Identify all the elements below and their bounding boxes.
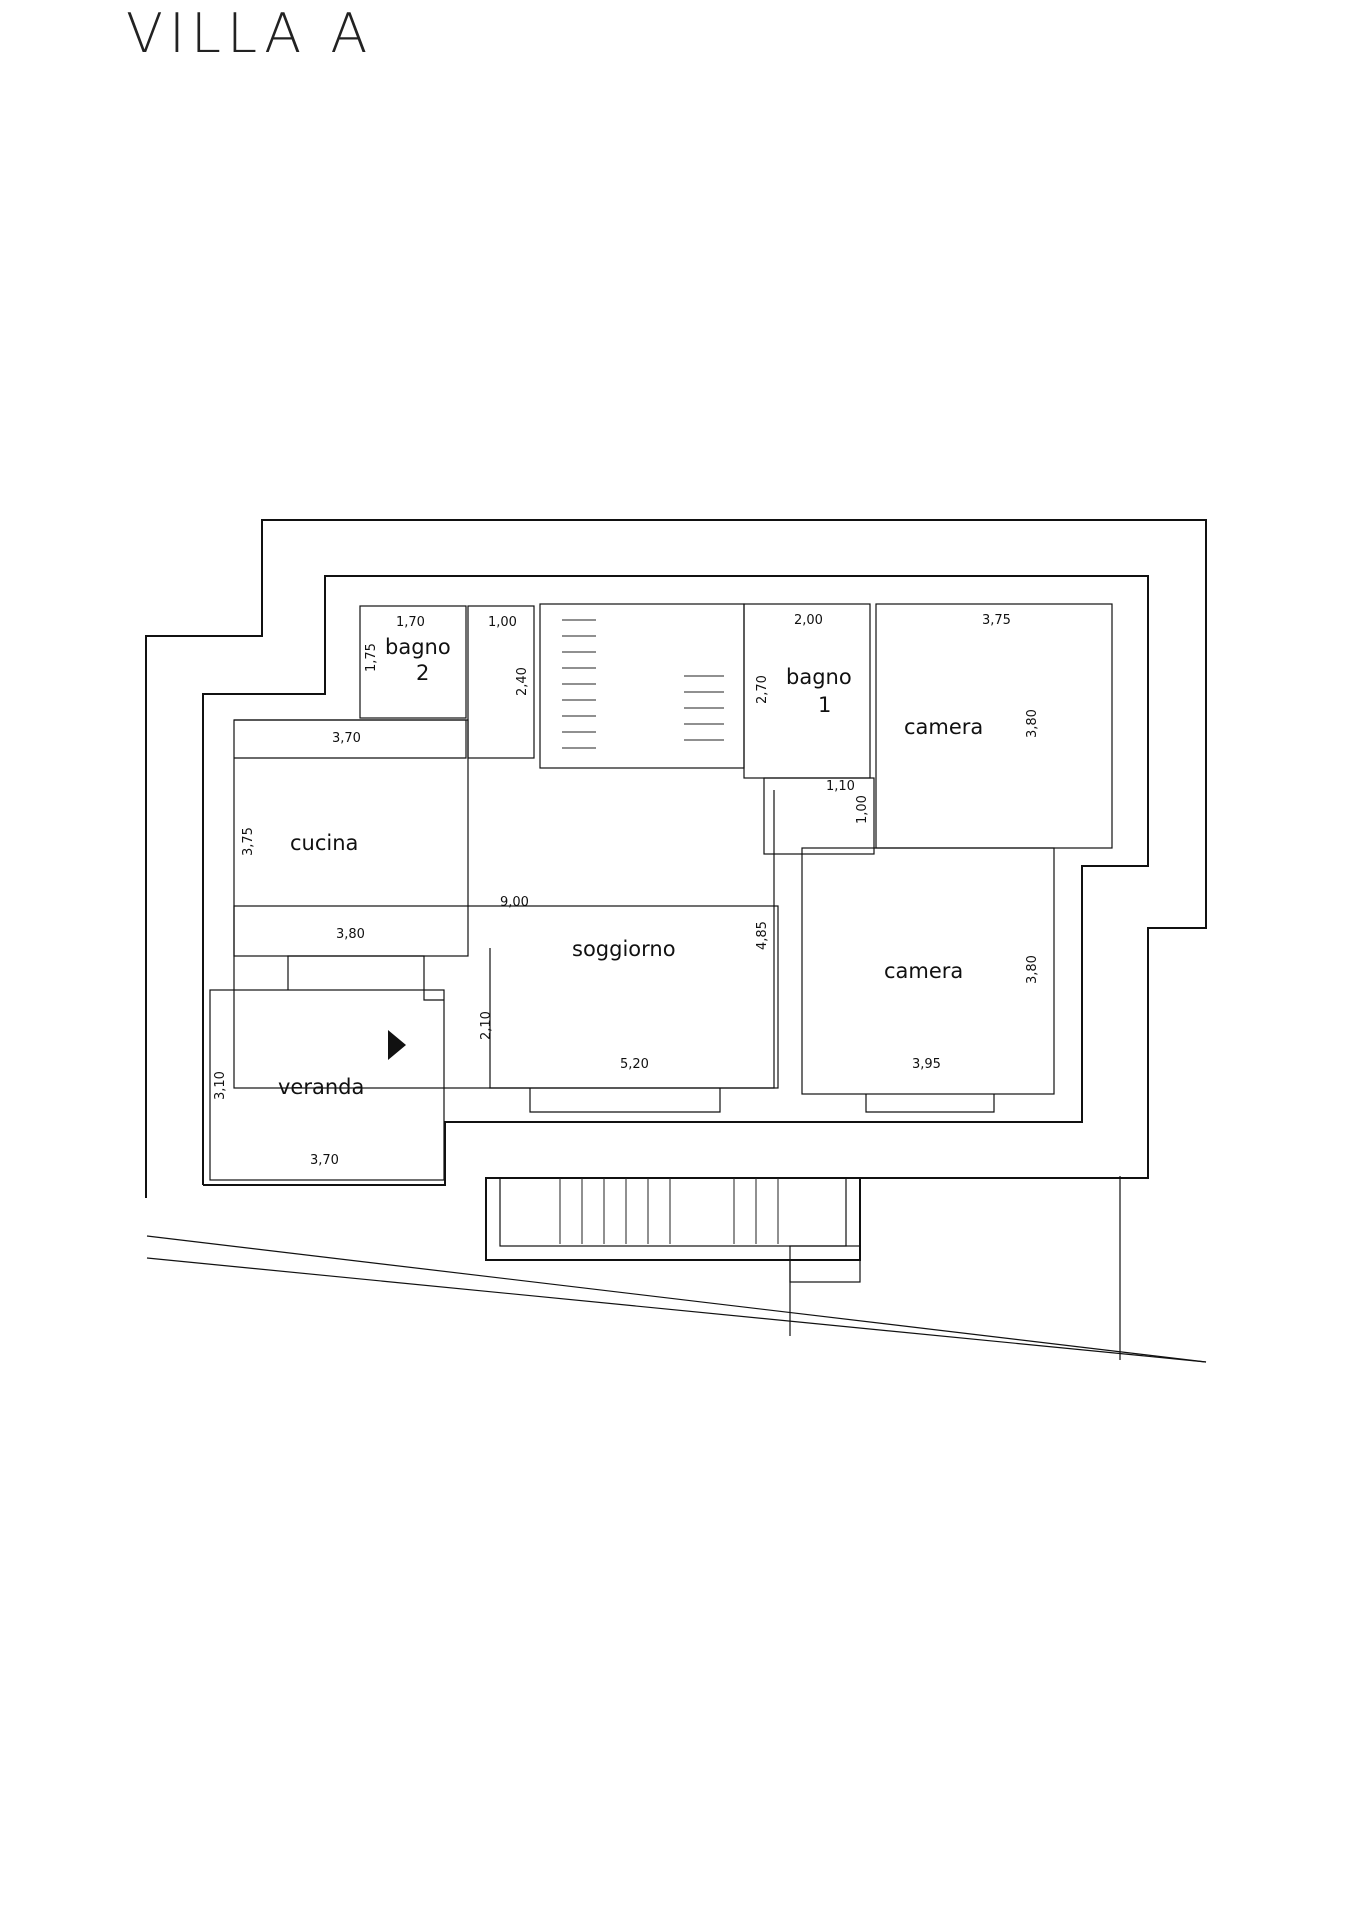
villa-title: VILLA A [126, 2, 374, 65]
dim-veranda-top-width: 3,80 [336, 927, 365, 942]
dim-closet-width: 1,00 [488, 615, 517, 630]
label-soggiorno: soggiorno [572, 937, 676, 961]
label-bagno-1-line1: bagno [786, 665, 852, 689]
label-bagno-2-line2: 2 [416, 661, 429, 685]
stair-treads [559, 619, 779, 1244]
external-stair [485, 1177, 861, 1336]
dim-camera-top-width: 3,75 [982, 613, 1011, 628]
dim-camera-bottom-width: 3,95 [912, 1057, 941, 1072]
dim-closet-depth: 2,40 [515, 667, 530, 696]
dim-bagno2-depth: 1,75 [364, 643, 379, 672]
dimension-labels: 1,70 1,75 1,00 2,40 2,00 2,70 3,75 3,80 … [213, 613, 1040, 1168]
room-labels: bagno 2 bagno 1 camera cucina soggiorno … [278, 635, 983, 1099]
label-bagno-1-line2: 1 [818, 693, 831, 717]
building-outline [202, 575, 1149, 1186]
interior-walls [209, 603, 1113, 1181]
dim-hall-width: 1,10 [826, 779, 855, 794]
dim-camera-bottom-depth: 3,80 [1025, 955, 1040, 984]
label-camera-top: camera [904, 715, 983, 739]
dim-veranda-depth: 3,10 [213, 1071, 228, 1100]
dim-veranda-width: 3,70 [310, 1153, 339, 1168]
label-veranda: veranda [278, 1075, 364, 1099]
dim-bagno1-width: 2,00 [794, 613, 823, 628]
dim-bagno2-width: 1,70 [396, 615, 425, 630]
dim-camera-top-depth: 3,80 [1025, 709, 1040, 738]
dim-bagno1-depth: 2,70 [755, 675, 770, 704]
dim-veranda-step: 2,10 [479, 1011, 494, 1040]
dim-soggiorno-width: 5,20 [620, 1057, 649, 1072]
dim-cucina-depth: 3,75 [241, 827, 256, 856]
dim-soggiorno-depth: 4,85 [755, 921, 770, 950]
section-marker-icon [388, 1030, 406, 1060]
site-boundary [145, 519, 1207, 1363]
label-cucina: cucina [290, 831, 358, 855]
dim-cucina-width: 3,70 [332, 731, 361, 746]
label-camera-bottom: camera [884, 959, 963, 983]
label-bagno-2-line1: bagno [385, 635, 451, 659]
dim-overall-width: 9,00 [500, 895, 529, 910]
dim-hall-depth: 1,00 [855, 795, 870, 824]
